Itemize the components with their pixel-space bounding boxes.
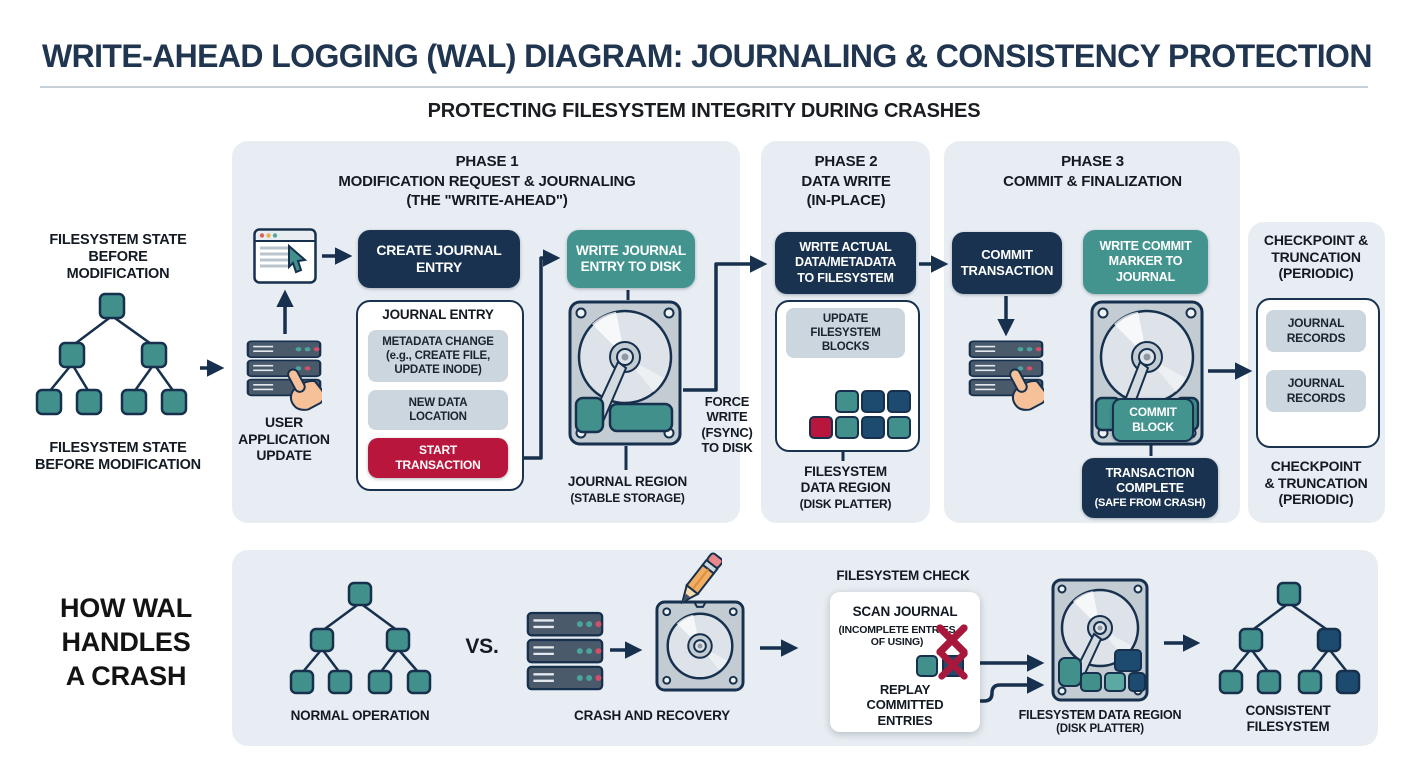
hand-cursor-icon [1009,368,1044,411]
journal-records-box-1: JOURNAL RECORDS [1266,310,1366,352]
crash-heading: HOW WAL HANDLES A CRASH [59,593,193,691]
consistent-filesystem-label: CONSISTENT FILESYSTEM [1245,703,1331,734]
fs-block [861,390,885,413]
write-journal-entry-box: WRITE JOURNAL ENTRY TO DISK [567,230,695,288]
consistent-filesystem-tree [1218,581,1361,695]
browser-window-icon [253,228,317,284]
x-mark-icon [936,624,968,656]
fs-block [887,416,911,439]
vs-label: VS. [465,635,499,658]
arrow-disk-to-phase2 [683,255,768,392]
recovery-disk-icon [655,600,745,692]
crash-recovery-label: CRASH AND RECOVERY [574,708,730,723]
server-stack-icon [968,340,1044,397]
data-region-label: FILESYSTEM DATA REGION [800,464,891,495]
write-commit-marker-box: WRITE COMMIT MARKER TO JOURNAL [1083,230,1208,294]
arrow-replay-to-disk [956,676,1045,703]
phase3-title: PHASE 3 COMMIT & FINALIZATION [1003,153,1182,190]
commit-block-label: COMMIT BLOCK [1112,398,1194,442]
fs-data-region-sublabel: (DISK PLATTER) [1056,723,1144,735]
checkpoint-bottom-label: CHECKPOINT & TRUNCATION (PERIODIC) [1264,458,1368,508]
pencil-icon [680,552,722,605]
fs-data-region-label: FILESYSTEM DATA REGION [1018,708,1182,722]
user-application-label: USER APPLICATION UPDATE [238,414,330,464]
transaction-complete-text: TRANSACTION COMPLETE [1105,466,1195,496]
journal-region-label: JOURNAL REGION [567,474,688,489]
fs-block [887,390,911,413]
fs-block [835,416,859,439]
before-state-bottom-label: FILESYSTEM STATE BEFORE MODIFICATION [35,440,201,474]
filesystem-tree-before [35,292,188,416]
crashed-server-icon [526,611,604,691]
write-actual-box: WRITE ACTUAL DATA/METADATA TO FILESYSTEM [775,232,916,294]
transaction-complete-subtext: (SAFE FROM CRASH) [1094,496,1206,509]
phase1-title: PHASE 1 MODIFICATION REQUEST & JOURNALIN… [338,153,636,209]
checkpoint-top-label: CHECKPOINT & TRUNCATION (PERIODIC) [1263,232,1369,282]
update-filesystem-blocks-box: UPDATE FILESYSTEM BLOCKS [786,308,905,358]
journal-records-box-2: JOURNAL RECORDS [1266,370,1366,412]
fs-block [809,416,833,439]
fs-data-region-disk-icon [1051,578,1149,702]
normal-operation-label: NORMAL OPERATION [290,708,430,723]
force-write-label: FORCE WRITE (FSYNC) TO DISK [701,394,753,455]
before-state-top-label: FILESYSTEM STATE BEFORE MODIFICATION [49,232,187,283]
new-data-location-box: NEW DATA LOCATION [368,390,508,430]
replay-entries-label: REPLAY COMMITTED ENTRIES [866,682,944,728]
journal-entry-title: JOURNAL ENTRY [382,307,494,322]
arrow-start-to-write-journal [509,249,561,460]
commit-transaction-box: COMMIT TRANSACTION [952,232,1062,294]
journal-disk-icon [568,300,682,446]
normal-operation-tree [289,581,432,695]
scan-journal-label: SCAN JOURNAL [852,604,958,619]
filesystem-check-label: FILESYSTEM CHECK [836,568,970,583]
journal-region-sublabel: (STABLE STORAGE) [570,491,685,505]
transaction-complete-box: TRANSACTION COMPLETE (SAFE FROM CRASH) [1082,458,1218,518]
page-title: WRITE-AHEAD LOGGING (WAL) DIAGRAM: JOURN… [42,38,1372,74]
title-divider [40,86,1368,88]
metadata-change-box: METADATA CHANGE (e.g., CREATE FILE, UPDA… [368,330,508,382]
fs-block [835,390,859,413]
page-subtitle: PROTECTING FILESYSTEM INTEGRITY DURING C… [427,100,981,122]
create-journal-entry-box: CREATE JOURNAL ENTRY [358,230,520,288]
fs-block [861,416,885,439]
data-region-sublabel: (DISK PLATTER) [799,497,892,511]
journal-block-committed [916,655,938,677]
phase2-title: PHASE 2 DATA WRITE (IN-PLACE) [801,153,891,209]
start-transaction-box: START TRANSACTION [368,438,508,478]
hand-cursor-icon [287,368,322,411]
x-mark-icon [938,650,968,680]
